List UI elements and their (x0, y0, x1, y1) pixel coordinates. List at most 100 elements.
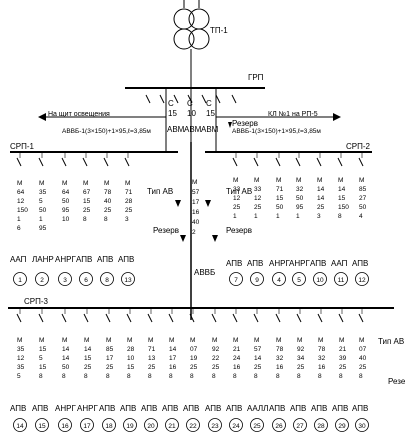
srp3-col-11-value: 16 (233, 364, 241, 371)
srp1-col-1-number: 1 (18, 277, 22, 284)
srp2-col-6-breaker (337, 157, 343, 167)
srp3-col-15-value: 78 (318, 346, 326, 353)
srp3-col-3-value: 50 (62, 364, 70, 371)
srp3-col-15-type: АПВ (311, 404, 327, 413)
srp3-col-7-value: М (148, 337, 153, 344)
srp3-col-3-number-circle (58, 418, 72, 432)
srp1-col-3-value: М (62, 180, 67, 187)
srp2-col-6-value: 14 (338, 186, 346, 193)
srp3-col-6-type: АПВ (120, 404, 136, 413)
srp2-col-1-value: 25 (233, 204, 241, 211)
srp2-col-6-value: 150 (338, 204, 349, 211)
srp3-col-13-value: 32 (276, 355, 284, 362)
srp3-col-17-type: АПВ (352, 404, 368, 413)
srp2-col-1-value: 12 (233, 195, 241, 202)
srp3-col-4-value: 25 (84, 364, 92, 371)
srp3-col-13-value: М (276, 337, 281, 344)
srp3-col-2-breaker (38, 313, 44, 323)
srp2-col-5-type: АПВ (310, 259, 326, 268)
srp3-col-8-number-circle (165, 418, 179, 432)
srp2-col-6-value: М (338, 177, 343, 184)
srp3-col-17-breaker (358, 313, 364, 323)
srp1-col-1-number-circle (13, 272, 27, 286)
srp3-col-1-breaker (16, 313, 22, 323)
left-feeder-label: На щит освещения (48, 111, 110, 118)
left-cable-label: АВВБ-1(3×150)+1×95,ℓ=3,85м (62, 128, 151, 135)
legend-arrow-3-icon (180, 235, 186, 242)
srp3-col-13-type: АПВ (269, 404, 285, 413)
srp1-col-1-value: 12 (17, 198, 25, 205)
srp3-col-2-number: 15 (38, 423, 46, 430)
srp2-col-5-number-circle (313, 272, 327, 286)
srp3-col-10-value: 92 (212, 346, 220, 353)
breaker-1-pos: C (168, 99, 174, 108)
srp1-col-5-value: 40 (104, 198, 112, 205)
srp2-col-2-number: 9 (255, 277, 259, 284)
srp2-col-3-number-circle (272, 272, 286, 286)
srp3-col-6-value: 10 (127, 355, 135, 362)
srp2-col-1-number-circle (229, 272, 243, 286)
srp3-col-8-type: АПВ (162, 404, 178, 413)
srp3-col-13-breaker (275, 313, 281, 323)
srp3-col-9-value: 19 (190, 355, 198, 362)
srp1-col-2-value: М (39, 180, 44, 187)
srp3-col-17-value: 40 (359, 355, 367, 362)
srp2-col-6-value: 8 (338, 213, 342, 220)
transformer-symbol (173, 0, 210, 90)
srp3-col-14-number-circle (293, 418, 307, 432)
srp3-col-1-value: 35 (17, 364, 25, 371)
srp3-col-16-type: АПВ (332, 404, 348, 413)
srp3-col-14-breaker (296, 313, 302, 323)
srp2-col-1-breaker (232, 157, 238, 167)
left-arrow-icon (38, 113, 46, 121)
srp1-col-4-value: 15 (83, 198, 91, 205)
srp1-col-2-value: 95 (39, 225, 47, 232)
srp1-col-4-breaker (82, 157, 88, 167)
srp1-col-1-value: 1 (17, 216, 21, 223)
center-col-value: 16 (192, 209, 200, 216)
srp1-col-1-breaker (16, 157, 22, 167)
srp3-col-10-breaker (211, 313, 217, 323)
srp3-col-16-value: М (339, 337, 344, 344)
srp3-col-3-value: 14 (62, 346, 70, 353)
srp3-col-2-value: М (39, 337, 44, 344)
center-col-value: 17 (192, 199, 200, 206)
srp2-col-4-value: 1 (296, 213, 300, 220)
srp1-col-1-type: ААП (10, 255, 27, 264)
center-col-value: М (192, 179, 197, 186)
srp2-label: СРП-2 (346, 142, 371, 151)
breaker-2-num: 10 (187, 109, 196, 118)
legend-reserve: Резерв (153, 226, 179, 235)
srp1-col-3-value: 95 (62, 207, 70, 214)
srp3-col-4-value: М (84, 337, 89, 344)
srp3-col-11-value: 21 (233, 346, 241, 353)
srp3-col-13-value: 8 (276, 373, 280, 380)
srp3-col-4-number: 17 (83, 423, 91, 430)
srp3-col-3-number: 16 (61, 423, 69, 430)
srp3-col-13-value: 78 (276, 346, 284, 353)
srp3-col-2-type: АПВ (32, 404, 48, 413)
srp3-col-8-value: 8 (169, 373, 173, 380)
srp3-col-3-value: 8 (62, 373, 66, 380)
srp1-col-3-type: АНРГ (55, 255, 76, 264)
srp1-col-6-breaker (124, 157, 130, 167)
srp3-col-7-value: 25 (148, 364, 156, 371)
srp1-col-1-value: 64 (17, 189, 25, 196)
srp3-col-7-value: 71 (148, 346, 156, 353)
breaker-1-num: 15 (168, 109, 177, 118)
srp1-col-3-value: 64 (62, 189, 70, 196)
legend-reserve-right: Резерв (226, 226, 252, 235)
srp1-col-6-number: 13 (124, 277, 132, 284)
grp-label: ГРП (248, 73, 264, 82)
srp2-col-2-value: 25 (254, 204, 262, 211)
srp3-col-3-type: АНРГ (55, 404, 76, 413)
srp3-col-4-number-circle (80, 418, 94, 432)
srp3-col-12-value: 57 (254, 346, 262, 353)
srp2-col-2-breaker (253, 157, 259, 167)
srp1-col-5-number-circle (100, 272, 114, 286)
srp2-col-4-value: 95 (296, 204, 304, 211)
srp2-col-2-value: 12 (254, 195, 262, 202)
srp2-col-6-value: 15 (338, 195, 346, 202)
srp2-col-1-value: М (233, 177, 238, 184)
srp2-col-7-number: 12 (358, 277, 366, 284)
